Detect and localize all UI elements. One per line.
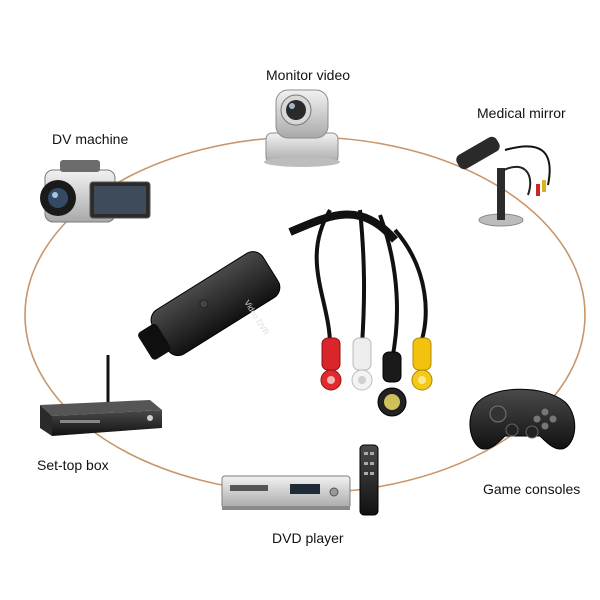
red-cable	[314, 208, 332, 346]
remote-control-icon	[359, 444, 379, 516]
yellow-rca-plug	[411, 337, 433, 391]
svideo-cable	[378, 214, 399, 361]
yellow-cable	[393, 228, 428, 346]
svideo-plug	[377, 351, 407, 417]
microscope-icon	[456, 136, 551, 227]
set-top-box-icon	[40, 355, 162, 436]
label-game-consoles: Game consoles	[483, 481, 581, 497]
label-set-top-box: Set-top box	[37, 457, 109, 473]
game-controller-icon	[469, 388, 576, 450]
label-monitor-video: Monitor video	[266, 67, 351, 83]
usb-capture-device: Video DVR	[138, 208, 433, 417]
white-rca-plug	[351, 337, 373, 391]
label-dv-machine: DV machine	[52, 131, 129, 147]
camcorder-icon	[40, 160, 151, 223]
dvd-player-icon	[221, 475, 351, 510]
white-cable	[358, 209, 367, 346]
label-medical-mirror: Medical mirror	[477, 105, 566, 121]
monitor-camera-icon	[264, 89, 340, 167]
label-dvd-player: DVD player	[272, 530, 344, 546]
red-rca-plug	[320, 337, 342, 391]
